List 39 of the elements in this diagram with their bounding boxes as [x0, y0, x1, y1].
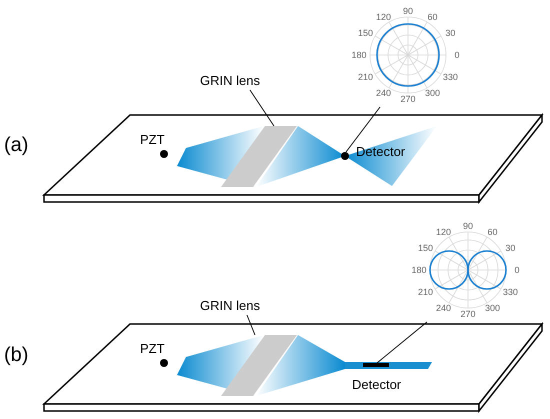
angle-label: 120 [376, 12, 392, 22]
angle-label: 300 [424, 88, 440, 98]
pzt-label: PZT [140, 131, 165, 149]
angle-label: 150 [358, 28, 374, 38]
angle-label: 240 [436, 303, 452, 314]
angle-label: 270 [400, 94, 416, 104]
leader-line [246, 314, 256, 336]
panel-label: (b) [4, 343, 28, 368]
detector-strip [363, 363, 389, 367]
detector-label: Detector [352, 376, 402, 394]
angle-label: 90 [403, 6, 413, 16]
angle-label: 60 [428, 12, 438, 22]
angle-label: 180 [411, 265, 427, 275]
angle-label: 90 [463, 221, 473, 231]
angle-label: 150 [418, 243, 434, 253]
angle-label: 300 [484, 303, 500, 314]
angle-label: 210 [358, 72, 374, 82]
angle-label: 270 [460, 309, 476, 319]
lens-strip [221, 126, 297, 187]
angle-label: 30 [445, 28, 456, 38]
angle-label: 210 [418, 287, 434, 297]
angle-label: 240 [376, 88, 392, 98]
leader-line [376, 322, 428, 364]
leader-line [250, 90, 274, 126]
pzt-label: PZT [140, 340, 165, 358]
angle-label: 330 [502, 287, 518, 297]
leader-line [346, 106, 380, 152]
angle-label: 0 [454, 50, 460, 60]
part-label: GRIN lens [200, 298, 260, 313]
detector-label: Detector [356, 143, 406, 161]
angle-label: 30 [505, 243, 516, 253]
panel-label: (a) [4, 133, 28, 158]
angle-label: 60 [488, 226, 498, 237]
angle-label: 180 [351, 50, 367, 60]
angle-label: 120 [436, 226, 452, 237]
lens-strip [221, 335, 297, 396]
angle-label: 330 [442, 72, 458, 82]
angle-label: 0 [514, 265, 520, 275]
part-label: GRIN lens [200, 73, 260, 88]
